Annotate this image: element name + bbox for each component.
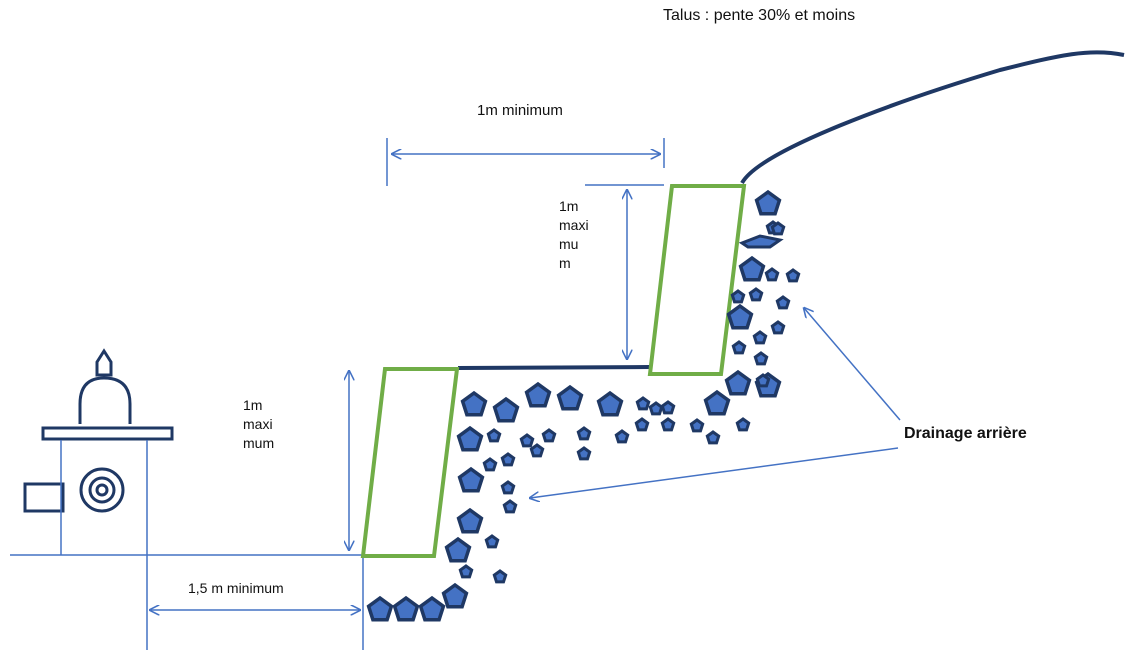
diagram-title: Talus : pente 30% et moins [663,7,856,24]
drainage-stone [753,351,769,366]
drainage-stone [366,595,394,622]
drainage-stone [457,466,485,493]
drainage-stone [635,396,651,411]
drainage-stone [502,499,518,514]
lower-height-label: 1m maxi mum [243,397,275,451]
drainage-stone [576,426,592,441]
drainage-stone [576,446,592,461]
drainage-stone [748,287,764,302]
drainage-stone [458,564,474,579]
drainage-stone [614,429,630,444]
drainage-stone [596,390,624,417]
drainage-stone [731,340,747,355]
drainage-stone [486,428,502,443]
drainage-label: Drainage arrière [904,425,1027,442]
drainage-stone [785,268,801,283]
drainage-stone [738,234,784,249]
drainage-stone [738,255,766,282]
drainage-stone [482,457,498,472]
drainage-stone [456,425,484,452]
drainage-arrow-upper [804,308,901,421]
drainage-stone [775,295,791,310]
drainage-stone [556,384,584,411]
drainage-stone [770,221,786,236]
drainage-stone [484,534,500,549]
upper-height-label: 1m maxi mu m [559,198,589,271]
slope-line [740,50,1125,185]
setback-width-label: 1m minimum [477,102,563,119]
base-distance-label: 1,5 m minimum [188,580,284,596]
drainage-stone [660,417,676,432]
drainage-stone [634,417,650,432]
window-icon [23,482,65,513]
drainage-stone [541,428,557,443]
drainage-stone [456,507,484,534]
drainage-stone [770,320,786,335]
drainage-stone [441,582,469,609]
drainage-stone [735,417,751,432]
drainage-stone [492,569,508,584]
drainage-stone [492,396,520,423]
drainage-stone [500,452,516,467]
drainage-stone [726,303,754,330]
drainage-stone [500,480,516,495]
lower-retaining-wall [360,367,460,558]
house-icon [23,348,174,513]
terrace-ground-line [457,365,651,370]
drainage-stone [524,381,552,408]
drainage-stone [755,373,771,388]
drainage-stone [724,369,752,396]
chimney-icon [95,348,113,377]
drainage-stones [366,189,801,622]
drainage-arrow-lower [530,447,899,498]
drainage-stone [529,443,545,458]
drainage-stone [730,289,746,304]
drainage-stone [754,189,782,216]
drainage-stone [703,389,731,416]
drainage-stone [689,418,705,433]
drainage-stone [392,595,420,622]
upper-retaining-wall [647,184,747,376]
drainage-stone [460,390,488,417]
drainage-stone [444,536,472,563]
drainage-stone [752,330,768,345]
drainage-stone [519,433,535,448]
drainage-stone [648,401,664,416]
porthole-icon [79,467,125,513]
drainage-stone [660,400,676,415]
drainage-stone [764,267,780,282]
drainage-stone [705,430,721,445]
drainage-stone [418,595,446,622]
